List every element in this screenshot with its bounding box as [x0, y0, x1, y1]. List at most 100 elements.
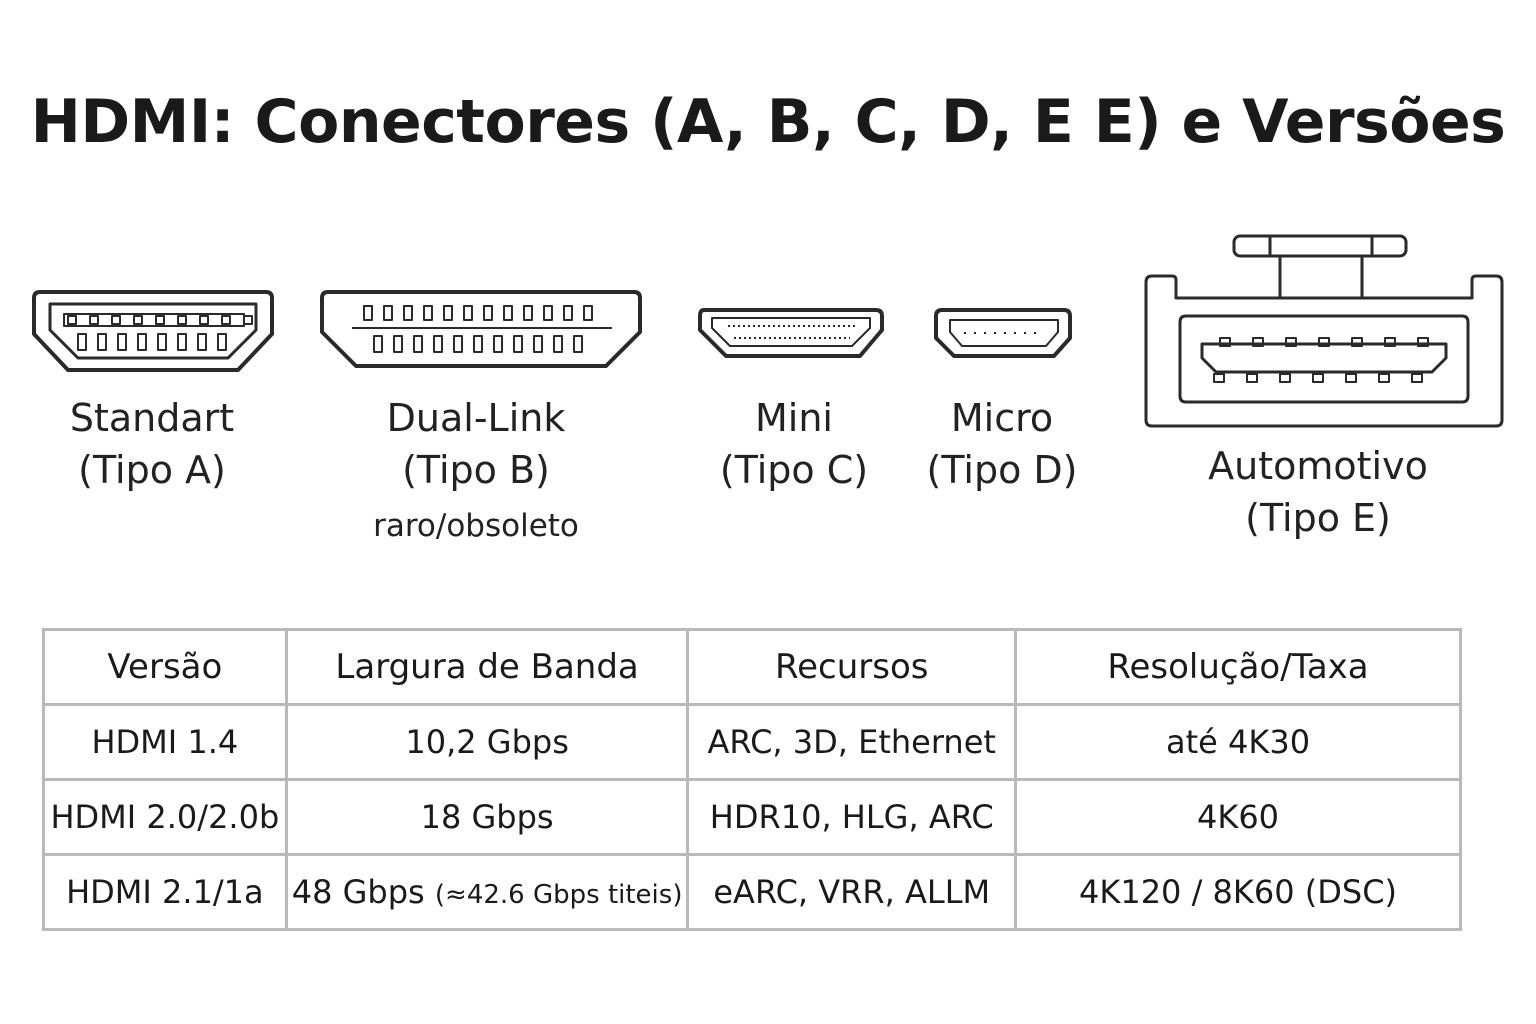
connector-pin: [1411, 373, 1423, 383]
connector-pin: [67, 315, 77, 325]
connector-pin: [473, 335, 483, 353]
bandwidth-value: 10,2 Gbps: [405, 723, 569, 761]
connector-pin: [573, 335, 583, 353]
connector-pin: [111, 315, 121, 325]
connector-name: Automotivo: [1208, 444, 1428, 488]
connector-note: raro/obsoleto: [373, 508, 579, 544]
connector-pin: [197, 333, 207, 351]
connector-pin: [503, 305, 513, 321]
cell-resolution: 4K60: [1014, 778, 1462, 856]
connector-pin: [1279, 373, 1291, 383]
connector-label-type-e: Automotivo (Tipo E): [1208, 440, 1428, 544]
cell-bandwidth: 18 Gbps: [284, 778, 690, 856]
connector-pin: [523, 305, 533, 321]
connector-pin: [199, 315, 209, 325]
cell-features: ARC, 3D, Ethernet: [686, 703, 1018, 781]
connector-pin: [1318, 337, 1330, 347]
table-row: HDMI 2.1/1a 48 Gbps (≈42.6 Gbps titeis) …: [42, 853, 1462, 931]
bandwidth-note: (≈42.6 Gbps titeis): [434, 880, 683, 910]
connector-pin: [1252, 337, 1264, 347]
connector-pin: [1246, 373, 1258, 383]
connector-pin: [373, 335, 383, 353]
connector-type: (Tipo E): [1245, 496, 1391, 540]
cell-features: eARC, VRR, ALLM: [686, 853, 1018, 931]
table-row: HDMI 2.0/2.0b 18 Gbps HDR10, HLG, ARC 4K…: [42, 778, 1462, 856]
cell-version: HDMI 2.0/2.0b: [42, 778, 288, 856]
column-header-resolution: Resolução/Taxa: [1014, 628, 1462, 706]
connector-pin: [383, 305, 393, 321]
connector-type: (Tipo A): [78, 448, 226, 492]
connector-pin: [553, 335, 563, 353]
connector-name: Mini: [754, 396, 833, 440]
connector-label-type-a: Standart (Tipo A): [70, 392, 234, 496]
connector-pin: [117, 333, 127, 351]
cell-version: HDMI 2.1/1a: [42, 853, 288, 931]
cell-version: HDMI 1.4: [42, 703, 288, 781]
connector-pin: [1378, 373, 1390, 383]
connector-type: (Tipo C): [719, 448, 869, 492]
connectors-illustration: [32, 234, 1504, 428]
hdmi-type-a-icon: [32, 290, 274, 372]
column-header-bandwidth: Largura de Banda: [284, 628, 690, 706]
connector-pin: [1312, 373, 1324, 383]
cell-bandwidth: 10,2 Gbps: [284, 703, 690, 781]
connector-pin: [463, 305, 473, 321]
versions-table: Versão Largura de Banda Recursos Resoluç…: [42, 628, 1462, 931]
connector-pin: [1219, 337, 1231, 347]
connector-pin: [583, 305, 593, 321]
cell-resolution: 4K120 / 8K60 (DSC): [1014, 853, 1462, 931]
connector-pin: [157, 333, 167, 351]
connector-pin: [393, 335, 403, 353]
connector-pin: [543, 305, 553, 321]
bandwidth-value: 18 Gbps: [420, 798, 554, 836]
connector-pin: [433, 335, 443, 353]
connector-pin: [403, 305, 413, 321]
hdmi-type-e-icon: [1144, 234, 1504, 428]
cell-bandwidth: 48 Gbps (≈42.6 Gbps titeis): [284, 853, 690, 931]
connector-label-type-b: Dual-Link (Tipo B) raro/obsoleto: [373, 392, 579, 550]
connector-pin: [77, 333, 87, 351]
connector-pin: [533, 335, 543, 353]
connector-label-type-d: Micro (Tipo D): [927, 392, 1078, 496]
connector-type: (Tipo D): [926, 448, 1078, 492]
connector-pin: [155, 315, 165, 325]
connector-pin: [513, 335, 523, 353]
hdmi-type-d-icon: [934, 308, 1072, 358]
column-header-version: Versão: [42, 628, 288, 706]
connector-pin: [217, 333, 227, 351]
connector-pin: [177, 315, 187, 325]
connector-pin: [1345, 373, 1357, 383]
connector-pin: [443, 305, 453, 321]
connector-pin: [1285, 337, 1297, 347]
connector-pin: [133, 315, 143, 325]
connector-pin: [1213, 373, 1225, 383]
connector-pin: [137, 333, 147, 351]
connector-name: Micro: [950, 396, 1054, 440]
connector-type: (Tipo B): [402, 448, 550, 492]
hdmi-type-c-icon: [698, 308, 884, 358]
connector-pin: [1384, 337, 1396, 347]
connector-pin: [1351, 337, 1363, 347]
connector-pin: [483, 305, 493, 321]
cell-resolution: até 4K30: [1014, 703, 1462, 781]
connector-pin: [243, 315, 253, 325]
page-title: HDMI: Conectores (A, B, C, D, E E) e Ver…: [30, 87, 1506, 157]
hdmi-type-b-icon: [320, 290, 642, 368]
bandwidth-value: 48 Gbps: [291, 873, 425, 911]
connector-pin: [221, 315, 231, 325]
connector-label-type-c: Mini (Tipo C): [720, 392, 868, 496]
connector-name: Standart: [69, 396, 235, 440]
table-row: HDMI 1.4 10,2 Gbps ARC, 3D, Ethernet até…: [42, 703, 1462, 781]
connector-pin: [563, 305, 573, 321]
connector-pin: [363, 305, 373, 321]
connector-pin: [89, 315, 99, 325]
connector-pin: [97, 333, 107, 351]
connector-pin: [493, 335, 503, 353]
cell-features: HDR10, HLG, ARC: [686, 778, 1018, 856]
connector-name: Dual-Link: [386, 396, 566, 440]
column-header-features: Recursos: [686, 628, 1018, 706]
connector-pin: [453, 335, 463, 353]
table-header-row: Versão Largura de Banda Recursos Resoluç…: [42, 628, 1462, 706]
connector-pin: [1417, 337, 1429, 347]
connector-pin: [423, 305, 433, 321]
